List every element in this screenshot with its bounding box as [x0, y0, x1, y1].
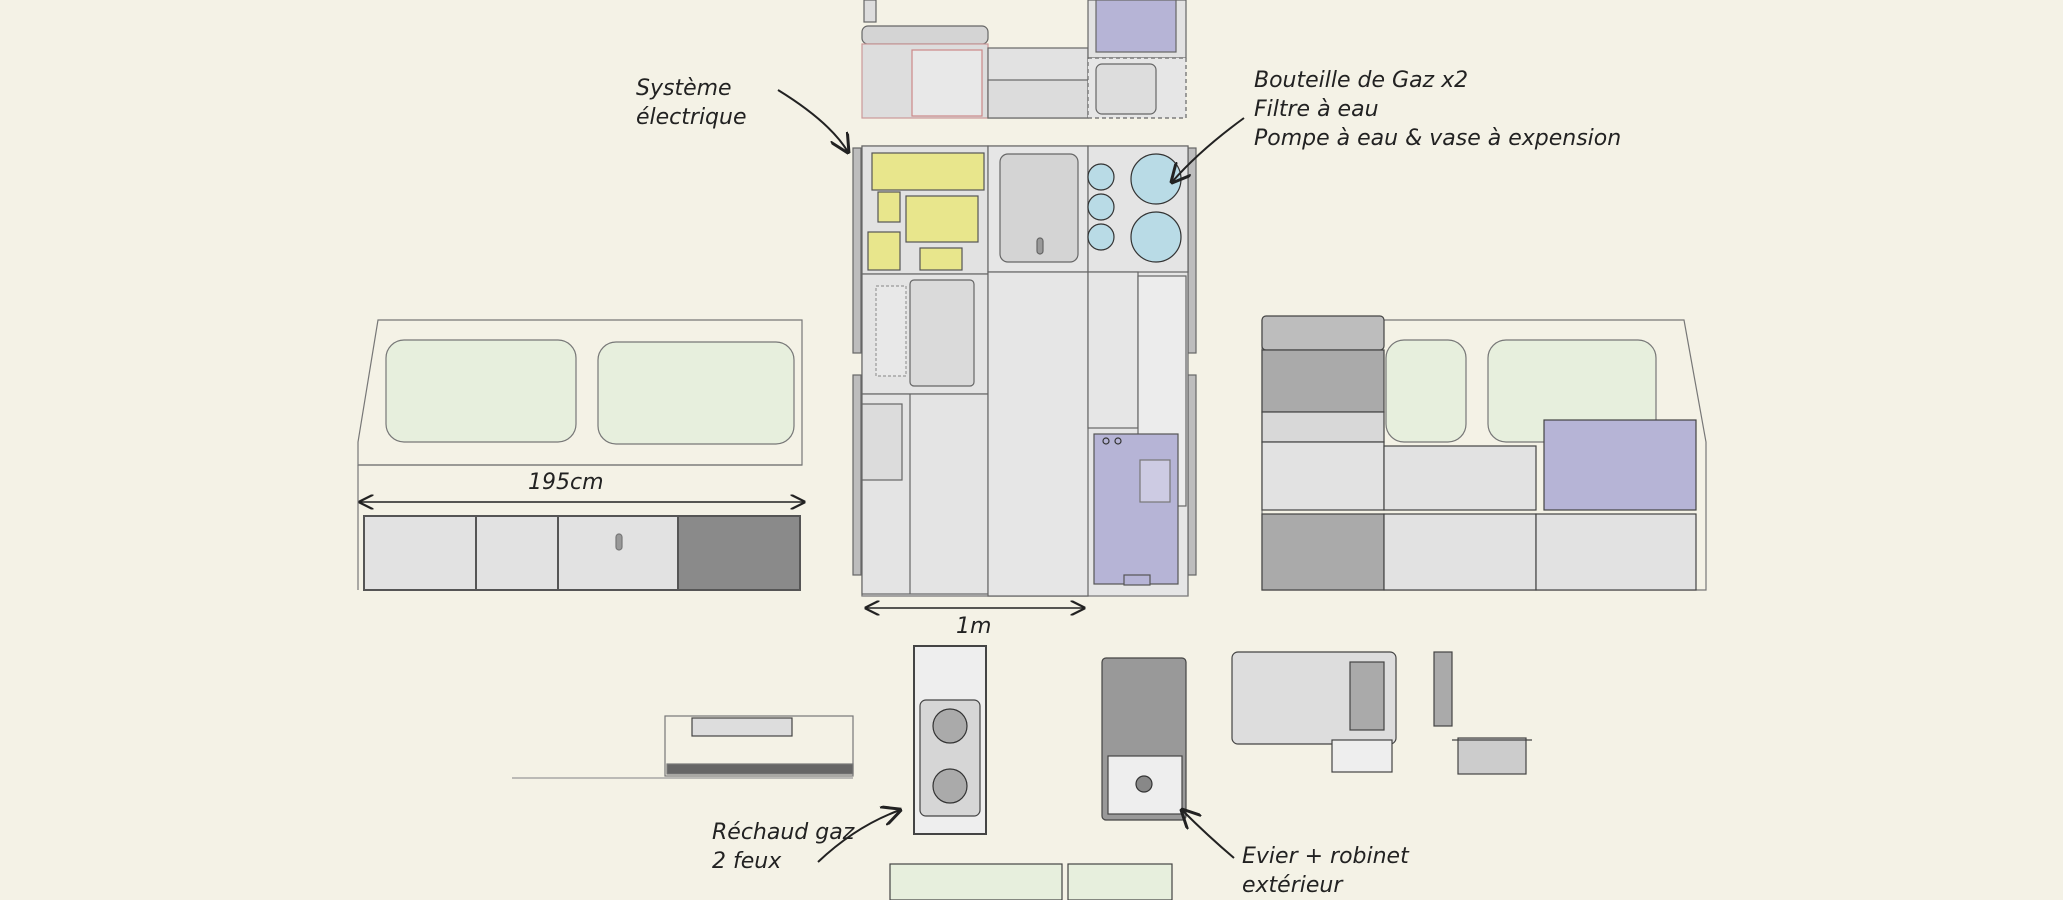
sink: [1101, 657, 1187, 821]
stove-pointer-arrow: [817, 810, 900, 863]
gas-stove-label: Réchaud gaz 2 feux: [712, 820, 855, 874]
right-side-elevation: [1261, 315, 1707, 591]
gas-bottles-and-water-filters: [1087, 153, 1182, 263]
width-dimension-label: 1m: [956, 614, 992, 639]
center-plan-view: [852, 145, 1197, 597]
small-detail-views: [512, 645, 1532, 900]
gas-pointer-arrow: [1172, 117, 1245, 182]
left-side-elevation: [357, 319, 803, 591]
length-dimension-label: 195cm: [528, 470, 604, 495]
electrical-system: [867, 152, 985, 271]
top-partial-view: [861, 0, 1187, 119]
electrical-system-label: Système électrique: [636, 76, 747, 130]
fridge: [1093, 433, 1179, 586]
sink-label: Evier + robinet extérieur: [1242, 844, 1409, 898]
sink-pointer-arrow: [1182, 810, 1235, 859]
gas-stove: [913, 645, 987, 835]
electrical-pointer-arrow: [777, 89, 848, 152]
gas-water-label: Bouteille de Gaz x2 Filtre à eau Pompe à…: [1254, 68, 1622, 151]
